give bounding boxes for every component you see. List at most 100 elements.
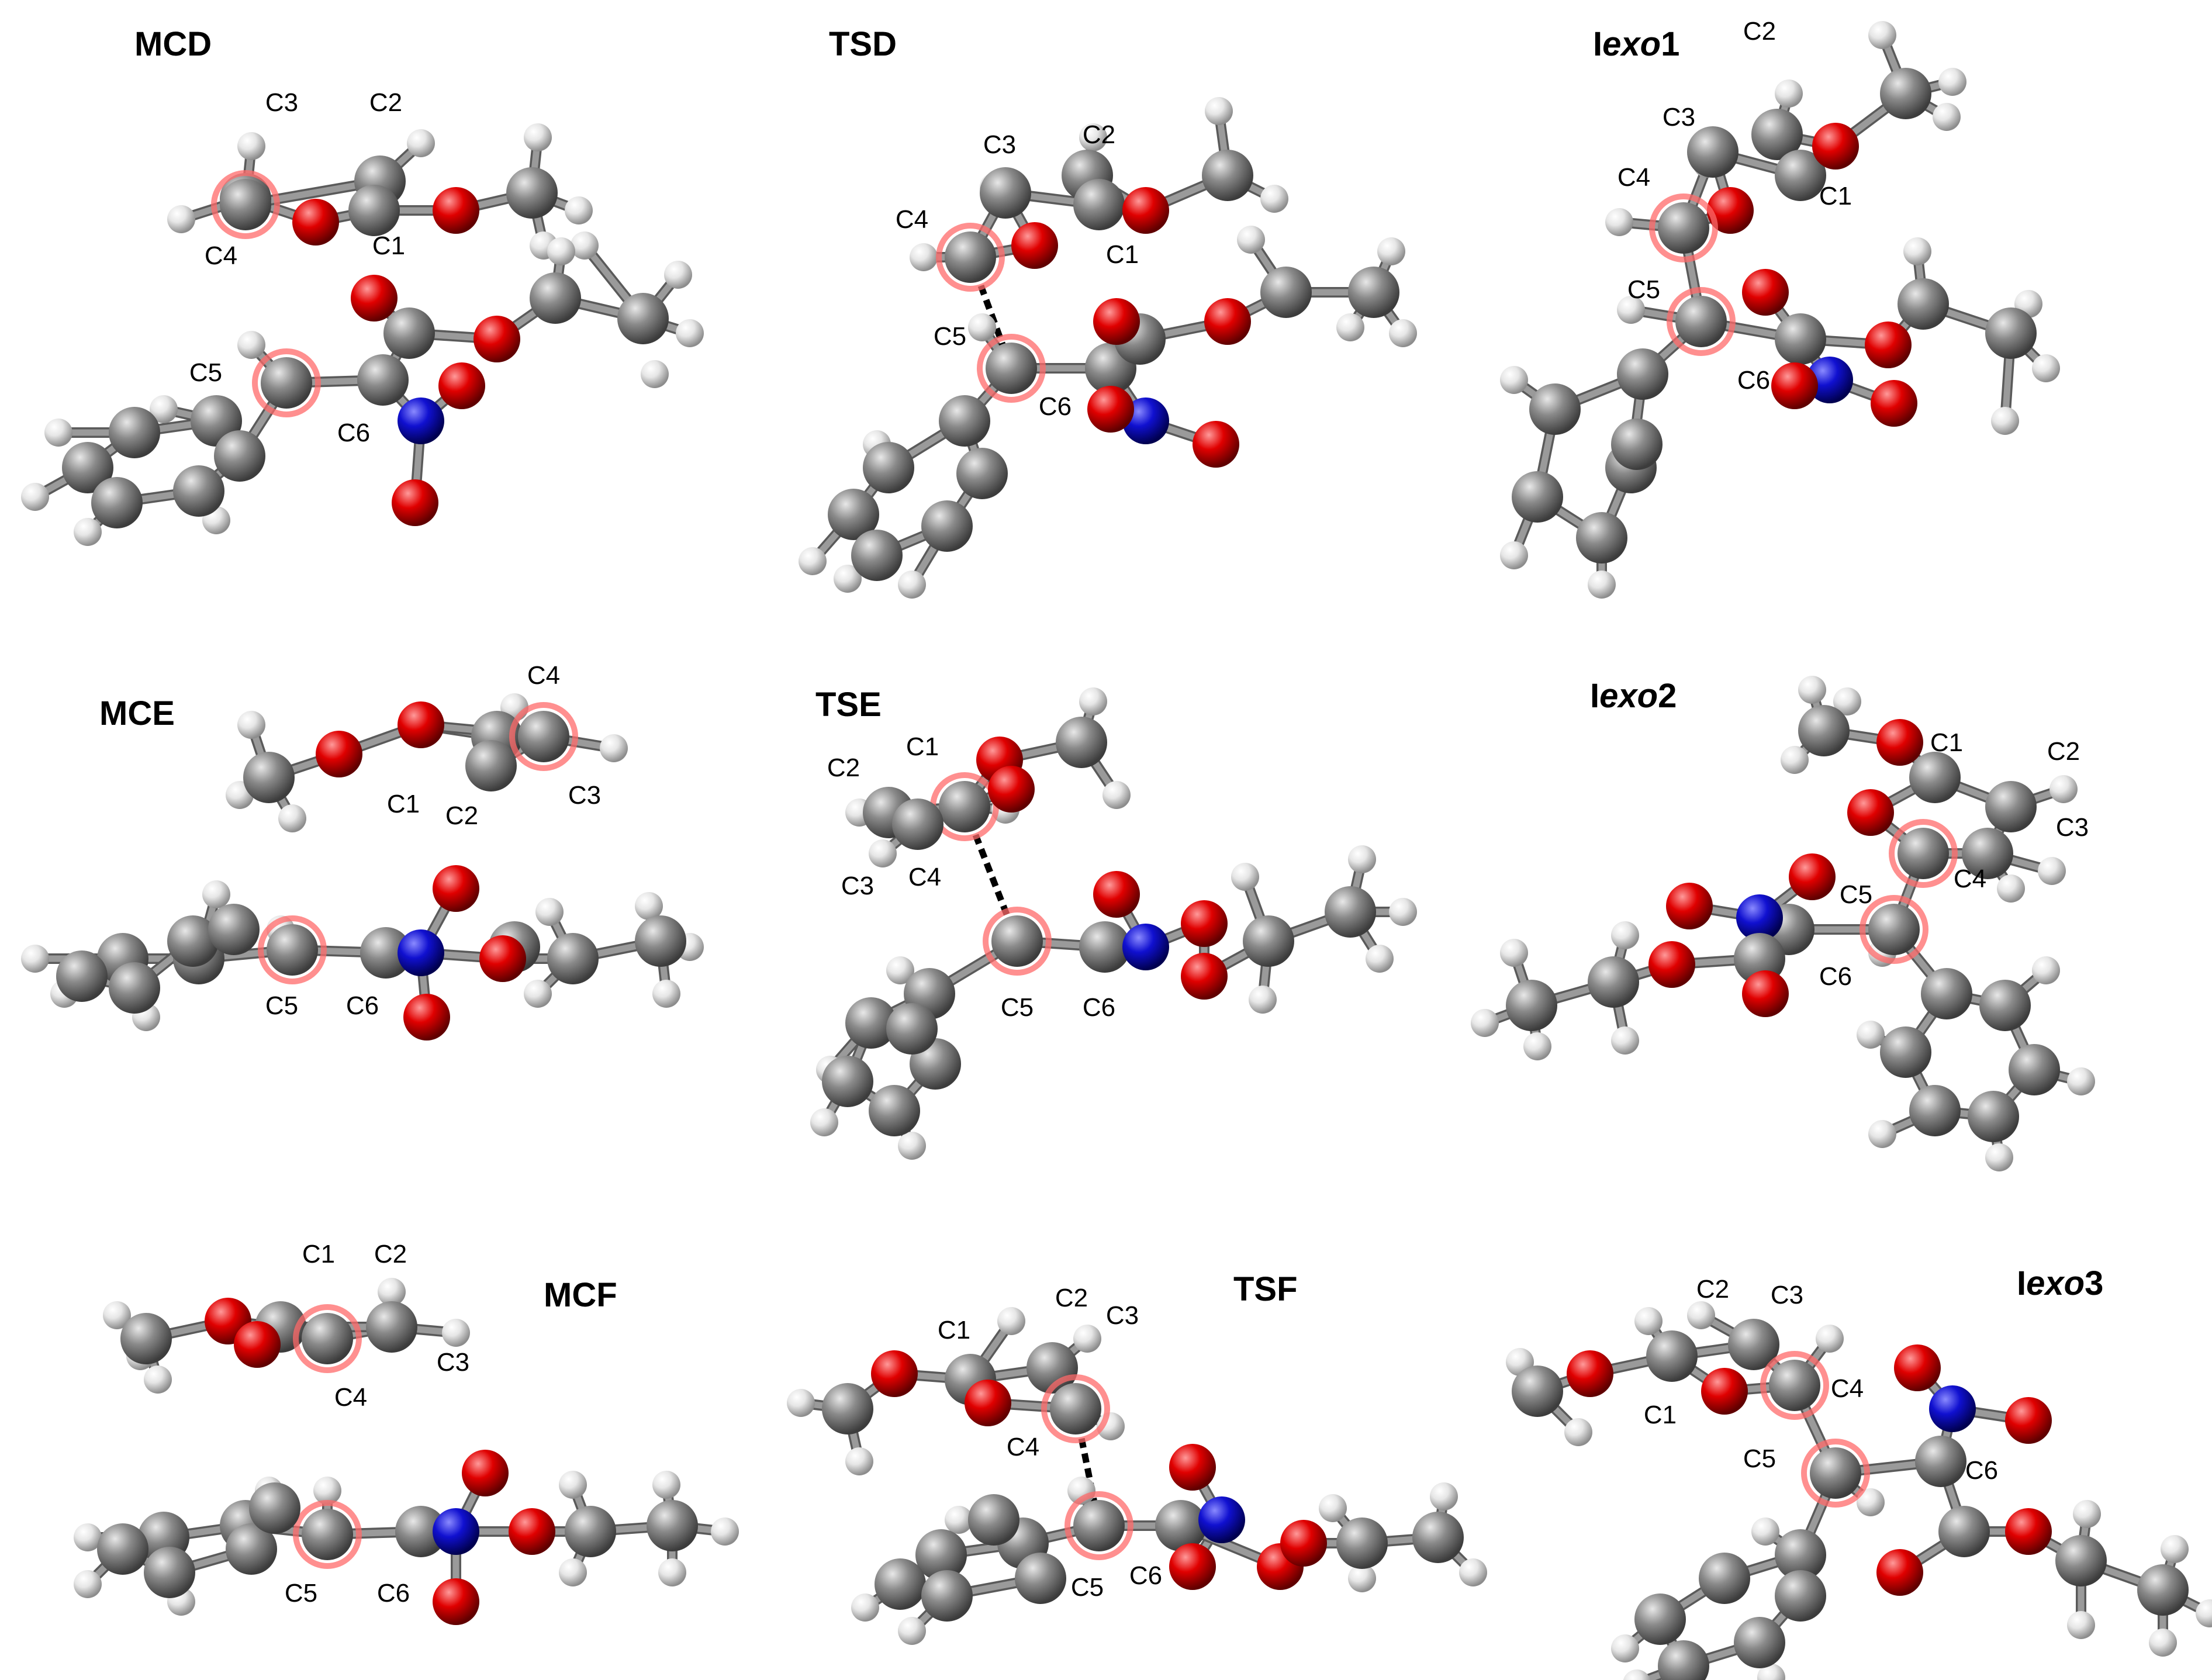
atom-label-c6: C6 [1965,1456,1998,1485]
oxygen-atom [1666,883,1713,929]
oxygen-atom [1876,719,1923,766]
carbon-atom [518,711,569,762]
atom-label-c6: C6 [1129,1561,1162,1590]
hydrogen-atom [237,331,265,359]
hydrogen-atom [834,565,862,593]
panel-title-part: exo [1602,25,1661,63]
carbon-atom [822,1056,873,1107]
atom-label-c2: C2 [369,88,402,117]
carbon-atom [921,500,973,552]
atom-label-c4: C4 [1954,865,1986,893]
hydrogen-atom [1231,863,1259,891]
atom-label-c3: C3 [983,130,1016,159]
carbon-atom [226,1523,277,1575]
hydrogen-atom [1857,1488,1885,1516]
hydrogen-atom [1903,237,1931,265]
carbon-atom [395,1506,447,1557]
atom-label-c2: C2 [374,1240,407,1268]
panel-title-part: exo [2026,1264,2085,1302]
hydrogen-atom [652,980,680,1008]
hydrogen-atom [658,1558,686,1586]
carbon-atom [1576,512,1627,564]
carbon-atom [1898,278,1949,330]
carbon-atom [249,1482,300,1534]
oxygen-atom [988,766,1035,813]
hydrogen-atom [547,237,575,265]
panel-title-part: 3 [2085,1264,2103,1302]
carbon-atom [1769,1360,1820,1411]
carbon-atom [845,997,897,1049]
panel-title-part: I [1593,25,1602,63]
carbon-atom [109,407,160,458]
carbon-atom [1658,1640,1709,1680]
oxygen-atom [1701,1368,1748,1415]
hydrogen-atom [845,1447,873,1475]
carbon-atom [56,950,108,1002]
carbon-atom [366,1301,417,1353]
carbon-atom [383,307,435,359]
panel-title-part: 1 [1661,25,1679,63]
carbon-atom [647,1500,698,1551]
hydrogen-atom [1377,237,1405,265]
oxygen-atom [438,362,485,409]
nitrogen-atom [1198,1496,1245,1543]
reactive-center-highlight [1064,1491,1133,1560]
carbon-atom [1775,1529,1826,1581]
carbon-atom [1880,1026,1931,1078]
carbon-atom [2009,1044,2060,1095]
carbon-atom [1336,1517,1388,1569]
carbon-atom [144,1547,195,1598]
hydrogen-atom [21,945,49,973]
oxygen-atom [1871,380,1917,427]
carbon-atom [1512,1366,1563,1417]
carbon-atom [465,740,517,791]
carbon-atom [1751,109,1803,160]
atom-label-c1: C1 [1930,728,1963,757]
hydrogen-atom [1868,21,1896,49]
reactive-center-highlight [293,1500,362,1569]
hydrogen-atom [1938,68,1966,96]
oxygen-atom [1181,900,1228,947]
hydrogen-atom [711,1517,739,1546]
carbon-atom [869,1085,920,1136]
hydrogen-atom [898,1132,926,1160]
hydrogen-atom [968,313,996,341]
panel-title: TSE [815,686,882,724]
carbon-atom [1506,980,1557,1031]
hydrogen-atom [676,319,704,347]
oxygen-atom [1181,953,1228,1000]
hydrogen-atom [1430,1482,1458,1510]
hydrogen-atom [1348,845,1376,873]
nitrogen-atom [1736,894,1783,941]
panel-title: TSF [1233,1270,1298,1308]
panel-title: MCD [134,25,212,63]
carbon-atom [267,924,318,976]
hydrogen-atom [1366,945,1394,973]
hydrogen-atom [1079,123,1107,151]
carbon-atom [1050,1383,1101,1434]
hydrogen-atom [1336,313,1364,341]
atom-label-c5: C5 [934,322,966,351]
hydrogen-atom [635,892,663,920]
atom-label-c2: C2 [2047,737,2080,766]
reactive-center-highlight [509,702,578,771]
carbon-atom [1588,956,1639,1008]
hydrogen-atom [1500,939,1528,967]
panel-title-part: I [1590,677,1599,715]
atom-label-c4: C4 [334,1383,367,1412]
atom-label-c2: C2 [1055,1284,1088,1312]
hydrogen-atom [565,196,593,224]
hydrogen-atom [1751,1517,1779,1546]
oxygen-atom [234,1321,281,1368]
hydrogen-atom [1471,1009,1499,1037]
carbon-atom [1810,1447,1861,1499]
carbon-atom [986,343,1037,394]
atom-label-c2: C2 [1696,1275,1729,1304]
carbon-atom [980,167,1031,219]
hydrogen-atom [1605,208,1633,236]
atom-label-c1: C1 [302,1240,335,1268]
oxygen-atom [1742,970,1789,1017]
